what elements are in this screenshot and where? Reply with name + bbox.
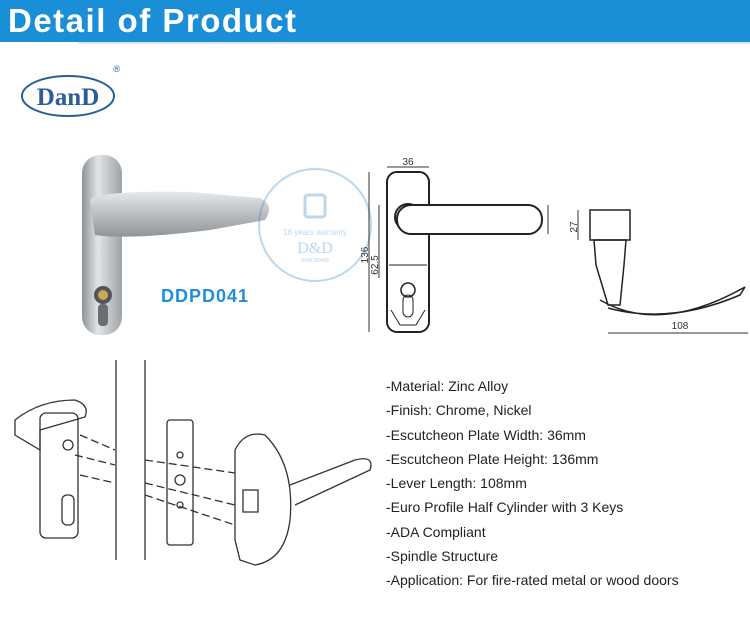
- svg-text:27: 27: [570, 221, 580, 233]
- svg-text:23: 23: [552, 213, 555, 225]
- side-drawing: 27 108: [570, 209, 748, 334]
- spec-item: -Application: For fire-rated metal or wo…: [386, 572, 679, 589]
- assembly-diagram: [14, 360, 372, 566]
- svg-text:62.5: 62.5: [370, 255, 381, 275]
- svg-text:136: 136: [360, 246, 371, 263]
- spec-list: -Material: Zinc Alloy -Finish: Chrome, N…: [386, 374, 679, 593]
- svg-text:D&D: D&D: [297, 240, 333, 257]
- product-model: DDPD041: [161, 286, 250, 306]
- spec-item: -Lever Length: 108mm: [386, 475, 527, 492]
- divider: [78, 42, 750, 44]
- spec-item: -Escutcheon Plate Width: 36mm: [386, 426, 586, 443]
- svg-text:16 years warranty: 16 years warranty: [283, 228, 347, 237]
- spec-item: -ADA Compliant: [386, 523, 486, 540]
- watermark-seal: 16 years warranty D&D HARDWARE: [258, 168, 372, 282]
- spec-item: -Material: Zinc Alloy: [386, 378, 509, 394]
- spec-item: -Spindle Structure: [386, 548, 499, 565]
- spec-item: -Euro Profile Half Cylinder with 3 Keys: [386, 499, 624, 516]
- svg-text:36: 36: [402, 157, 414, 168]
- front-drawing: 36 136 62.5 23: [360, 157, 555, 333]
- svg-text:®: ®: [113, 64, 120, 74]
- header-banner: Detail of Product: [0, 0, 750, 42]
- svg-text:108: 108: [672, 321, 689, 332]
- page-title: Detail of Product: [8, 2, 298, 39]
- dand-logo: DanD ®: [21, 64, 120, 117]
- spec-item: -Escutcheon Plate Height: 136mm: [386, 450, 599, 467]
- svg-text:HARDWARE: HARDWARE: [301, 258, 331, 264]
- product-photo: [82, 155, 269, 335]
- spec-item: -Finish: Chrome, Nickel: [386, 402, 532, 419]
- svg-text:DanD: DanD: [37, 84, 100, 111]
